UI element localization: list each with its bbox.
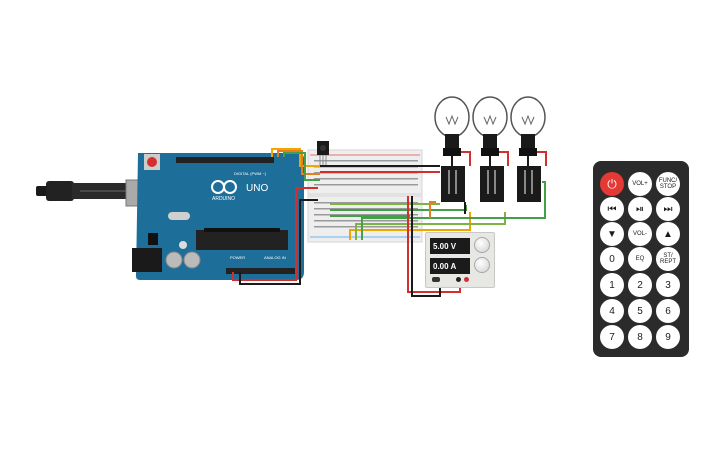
current-knob[interactable] bbox=[474, 257, 490, 273]
capacitor bbox=[183, 251, 201, 269]
digit-4-button[interactable]: 4 bbox=[600, 299, 624, 323]
mounting-hole bbox=[179, 241, 187, 249]
digit-6-button[interactable]: 6 bbox=[656, 299, 680, 323]
digit-3-button[interactable]: 3 bbox=[656, 273, 680, 297]
digit-2-button[interactable]: 2 bbox=[628, 273, 652, 297]
eq-button[interactable]: EQ bbox=[628, 247, 652, 271]
analog-label: ANALOG IN bbox=[264, 255, 286, 260]
arduino-model-text: UNO bbox=[246, 183, 268, 194]
arduino-board[interactable]: ARDUINO UNO DIGITAL (PWM ~) POWER ANALOG… bbox=[132, 153, 304, 280]
skip-back-icon[interactable]: ⏮ bbox=[600, 197, 624, 221]
down-arrow-icon[interactable]: ▼ bbox=[600, 222, 624, 246]
capacitor bbox=[165, 251, 183, 269]
current-readout: 0.00 A bbox=[430, 258, 470, 274]
ir-receiver[interactable] bbox=[317, 141, 329, 165]
wires[interactable] bbox=[232, 148, 547, 297]
light-bulb-1[interactable] bbox=[434, 96, 470, 156]
voltage-readout: 5.00 V bbox=[430, 238, 470, 254]
crystal bbox=[168, 212, 190, 220]
relay-3[interactable] bbox=[517, 166, 541, 202]
power-icon[interactable]: ⏻ bbox=[600, 172, 624, 196]
dc-jack bbox=[132, 248, 162, 272]
voltage-knob[interactable] bbox=[474, 237, 490, 253]
up-arrow-icon[interactable]: ▲ bbox=[656, 222, 680, 246]
digit-1-button[interactable]: 1 bbox=[600, 273, 624, 297]
ir-remote: ⏻ VOL+ FUNC/ STOP ⏮ ⏯ ⏭ ▼ VOL- ▲ 0 EQ ST… bbox=[593, 161, 689, 357]
analog-header bbox=[226, 268, 296, 274]
arduino-logo-icon bbox=[211, 180, 237, 194]
st-rept-button[interactable]: ST/ REPT bbox=[656, 247, 680, 271]
relay-1[interactable] bbox=[441, 166, 465, 202]
relay-2[interactable] bbox=[480, 166, 504, 202]
breadboard[interactable] bbox=[307, 149, 423, 243]
digital-label: DIGITAL (PWM ~) bbox=[234, 171, 267, 176]
power-label: POWER bbox=[230, 255, 245, 260]
light-bulb-3[interactable] bbox=[510, 96, 546, 156]
digit-9-button[interactable]: 9 bbox=[656, 325, 680, 349]
func-stop-button[interactable]: FUNC/ STOP bbox=[656, 172, 680, 196]
power-supply[interactable]: 5.00 V 0.00 A bbox=[425, 232, 495, 288]
positive-terminal[interactable] bbox=[464, 277, 469, 282]
vol-down-button[interactable]: VOL- bbox=[628, 222, 652, 246]
arduino-brand-text: ARDUINO bbox=[212, 196, 235, 202]
light-bulb-2[interactable] bbox=[472, 96, 508, 156]
power-switch[interactable] bbox=[432, 277, 440, 282]
skip-forward-icon[interactable]: ⏭ bbox=[656, 197, 680, 221]
atmega-chip bbox=[196, 230, 288, 250]
digit-5-button[interactable]: 5 bbox=[628, 299, 652, 323]
play-pause-icon[interactable]: ⏯ bbox=[628, 197, 652, 221]
digit-8-button[interactable]: 8 bbox=[628, 325, 652, 349]
vol-up-button[interactable]: VOL+ bbox=[628, 172, 652, 196]
reset-icon bbox=[147, 157, 157, 167]
negative-terminal[interactable] bbox=[456, 277, 461, 282]
digit-7-button[interactable]: 7 bbox=[600, 325, 624, 349]
digit-0-button[interactable]: 0 bbox=[600, 247, 624, 271]
digital-header bbox=[176, 157, 274, 163]
regulator bbox=[148, 233, 158, 245]
